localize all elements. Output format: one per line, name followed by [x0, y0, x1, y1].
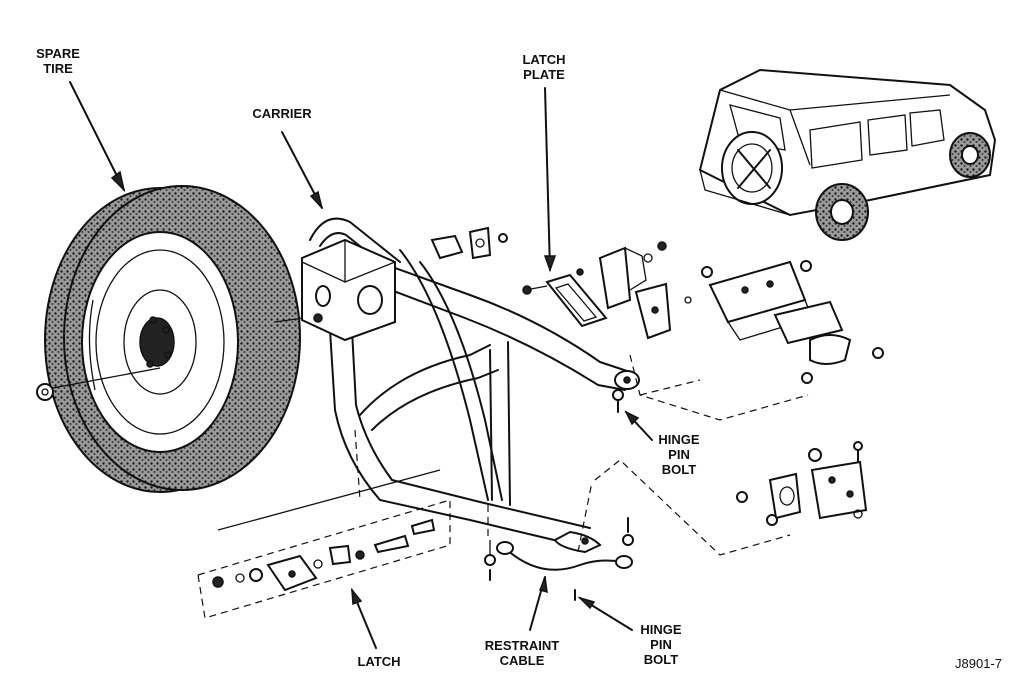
lower-hinge-bracket: [736, 441, 868, 526]
latch-striker-bracket: [598, 241, 692, 340]
spare-tire-label-line2: TIRE: [43, 61, 73, 76]
latch-plate-label-line1: LATCH: [522, 52, 566, 67]
hinge-pin-bolt-upper-line2: PIN: [668, 447, 690, 462]
lug-nut-leader: [52, 367, 161, 389]
carrier-label: CARRIER: [246, 106, 318, 121]
spare-tire-label: SPARE TIRE: [34, 46, 82, 76]
spare-tire-label-line1: SPARE: [36, 46, 80, 61]
leader-arrows: [69, 81, 653, 649]
hinge-pin-bolt-upper-line3: BOLT: [661, 462, 697, 477]
figure-id: J8901-7: [955, 656, 1002, 671]
hinge-pin-bolt-lower-label: HINGE PIN BOLT: [634, 622, 688, 667]
latch-label: LATCH: [350, 654, 408, 669]
latch-assembly: [197, 469, 451, 619]
carrier-frame: [301, 217, 640, 554]
vehicle-illustration: [698, 68, 997, 241]
hinge-pin-bolt-lower-line1: HINGE: [640, 622, 682, 637]
latch-label-text: LATCH: [357, 654, 401, 669]
restraint-cable-line2: CABLE: [499, 653, 545, 668]
hinge-pin-bolt-lower-line2: PIN: [650, 637, 672, 652]
upper-hinge-bracket: [701, 260, 884, 384]
hinge-pin-bolt-upper-label: HINGE PIN BOLT: [652, 432, 706, 477]
restraint-cable-line1: RESTRAINT: [484, 638, 560, 653]
hinge-pin-bolt-lower-line3: BOLT: [643, 652, 679, 667]
carrier-label-text: CARRIER: [252, 106, 312, 121]
lug-nut: [36, 383, 54, 401]
hinge-pin-bolt-upper-line1: HINGE: [658, 432, 700, 447]
bumper-stop: [430, 226, 508, 260]
latch-plate-label: LATCH PLATE: [516, 52, 572, 82]
alignment-lines: [354, 354, 809, 556]
spare-tire: [44, 185, 301, 493]
latch-plate-label-line2: PLATE: [523, 67, 565, 82]
hinge-pin-bolt-upper-part: [612, 389, 624, 413]
restraint-cable-part: [484, 517, 634, 601]
latch-plate-part: [522, 268, 608, 328]
restraint-cable-label: RESTRAINT CABLE: [478, 638, 566, 668]
